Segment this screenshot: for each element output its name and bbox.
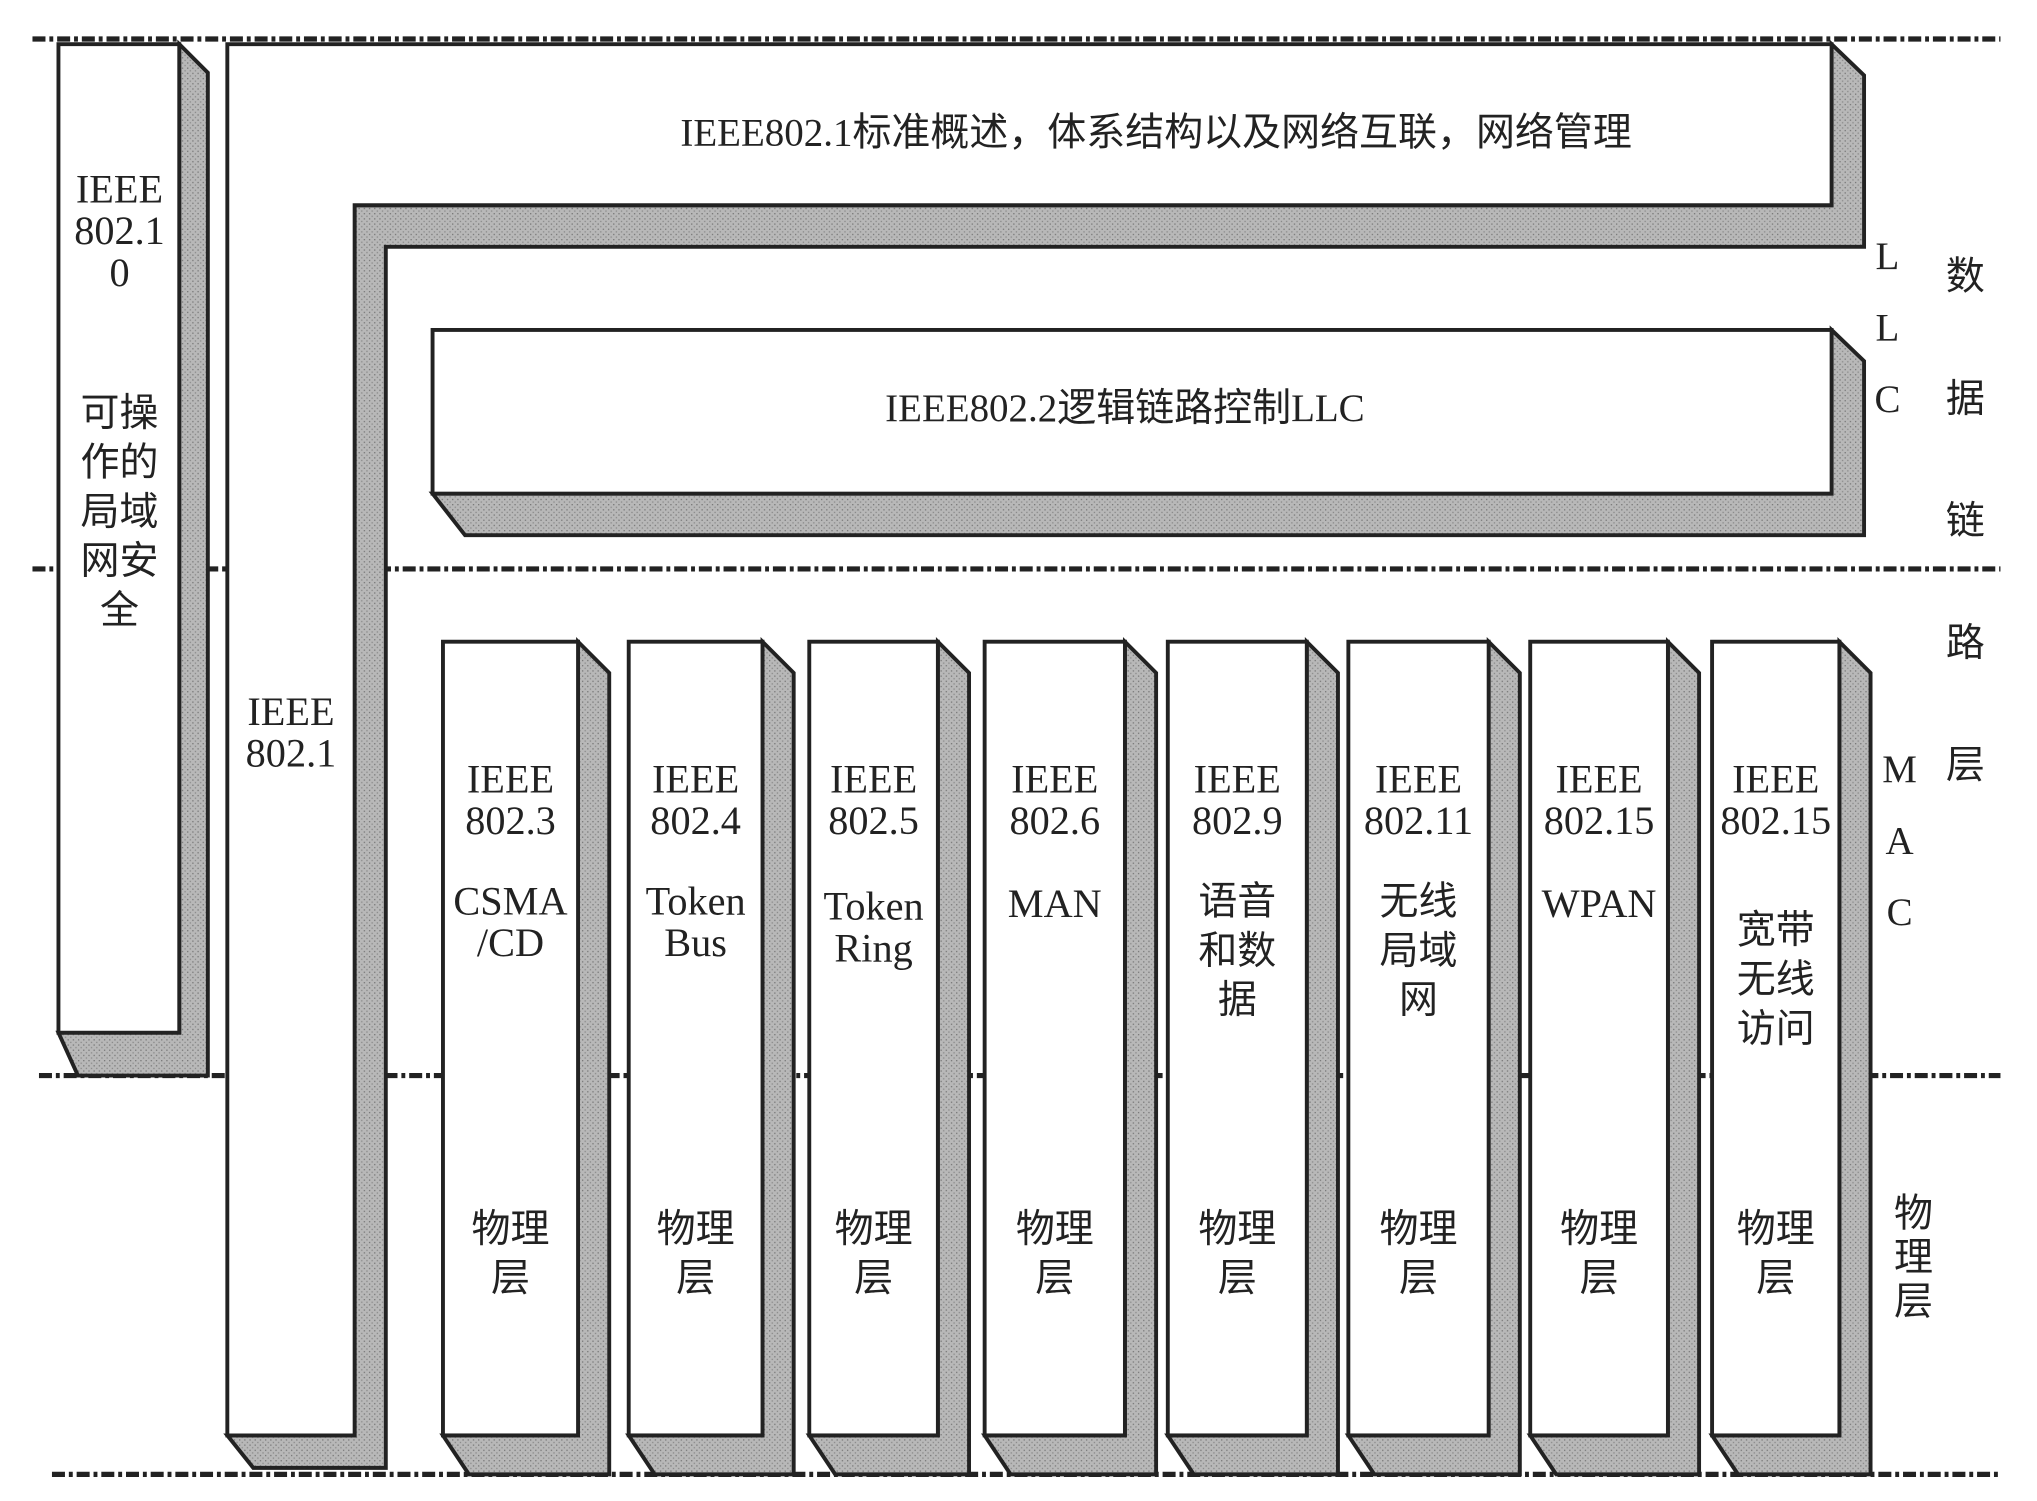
column-title: IEEE 802.6 <box>1009 756 1101 844</box>
column-subtitle: 无线 局域 网 <box>1379 880 1458 1023</box>
box-802-1 <box>225 42 1834 1438</box>
box-802-10-title: IEEE 802.1 0 <box>74 166 165 295</box>
column-box <box>1346 639 1491 1438</box>
column-physical-layer: 物理 层 <box>656 1208 735 1301</box>
llc-bar-label: IEEE802.2逻辑链路控制LLC <box>885 387 1365 430</box>
column-box <box>1528 639 1670 1438</box>
column-box <box>1710 639 1842 1438</box>
column-physical-layer: 物理 层 <box>1736 1208 1815 1301</box>
box-802-10-subtitle: 可操 作的 局域 网安 全 <box>80 392 159 633</box>
column-subtitle: 语音 和数 据 <box>1198 880 1277 1023</box>
column-title: IEEE 802.15 <box>1720 756 1832 844</box>
column-subtitle: MAN <box>1007 880 1102 927</box>
data-link-layer-label: 数 据 链 路 层 <box>1945 255 1985 788</box>
box-802-1-title: IEEE 802.1 <box>245 688 337 776</box>
column-title: IEEE 802.5 <box>828 756 919 844</box>
column-box <box>807 639 940 1438</box>
column-title: IEEE 802.4 <box>650 756 741 844</box>
column-box <box>982 639 1127 1438</box>
column-physical-layer: 物理 层 <box>1015 1208 1094 1301</box>
column-subtitle: CSMA /CD <box>453 878 568 966</box>
box-802-10 <box>56 42 182 1035</box>
column-physical-layer: 物理 层 <box>834 1208 913 1301</box>
column-title: IEEE 802.3 <box>465 756 556 844</box>
column-subtitle: 宽带 无线 访问 <box>1736 909 1815 1051</box>
column-physical-layer: 物理 层 <box>471 1208 550 1301</box>
column-box <box>1165 639 1309 1438</box>
top-bar-label: IEEE802.1标准概述，体系结构以及网络互联，网络管理 <box>680 111 1632 155</box>
column-box <box>441 639 581 1438</box>
mac-label: M A C <box>1882 748 1917 934</box>
column-box <box>626 639 765 1438</box>
column-physical-layer: 物理 层 <box>1379 1208 1458 1301</box>
llc-label: L L C <box>1874 235 1901 421</box>
column-subtitle: WPAN <box>1541 880 1657 927</box>
column-physical-layer: 物理 层 <box>1560 1208 1639 1301</box>
column-physical-layer: 物理 层 <box>1198 1208 1277 1301</box>
column-title: IEEE 802.15 <box>1543 756 1655 844</box>
column-title: IEEE 802.11 <box>1363 756 1474 844</box>
column-subtitle: Token Bus <box>645 878 746 966</box>
physical-layer-label: 物 理 层 <box>1893 1192 1933 1324</box>
box-802-2 <box>430 327 1834 496</box>
column-subtitle: Token Ring <box>823 883 924 971</box>
column-title: IEEE 802.9 <box>1191 756 1283 844</box>
